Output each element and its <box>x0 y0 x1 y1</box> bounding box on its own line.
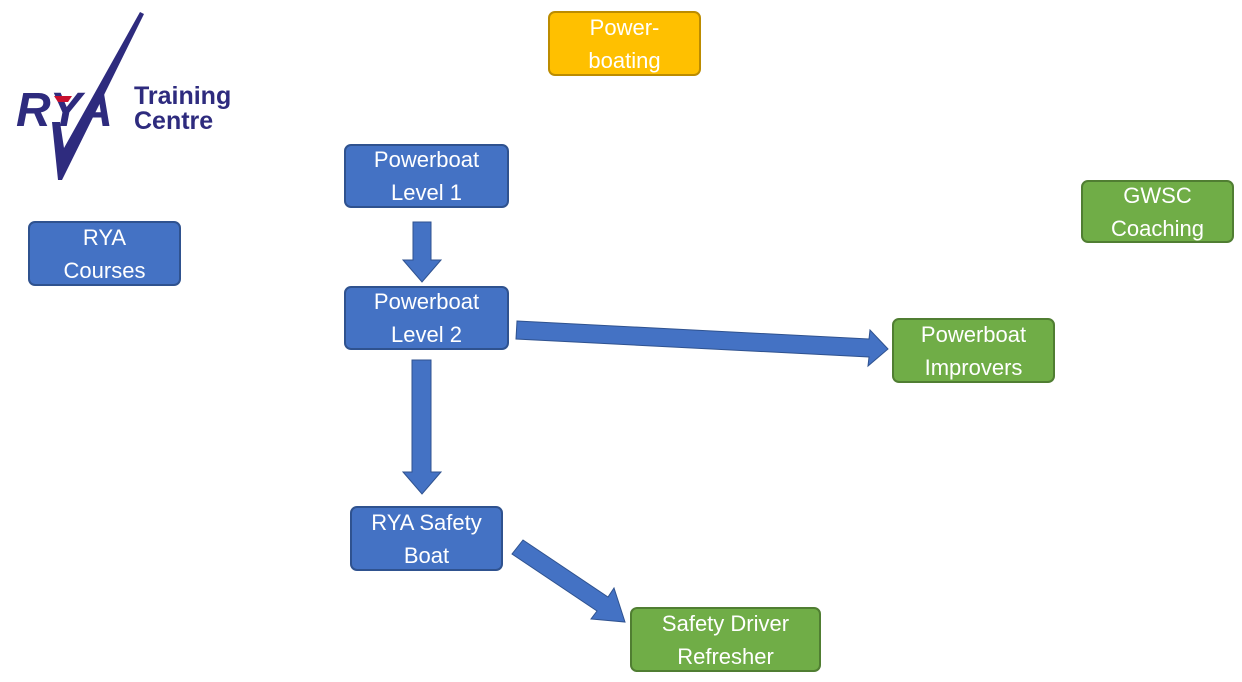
logo-training-text: Training <box>134 82 232 110</box>
arrow-level1-to-level2 <box>401 221 443 283</box>
rya-training-centre-logo: RYA Training Centre <box>14 10 236 185</box>
arrow-safety-boat-to-refresher <box>511 539 626 623</box>
node-powerboat-level-2: Powerboat Level 2 <box>344 286 509 350</box>
node-powerboat-level-1: Powerboat Level 1 <box>344 144 509 208</box>
logo-rya-lettering: RYA <box>16 84 113 137</box>
node-rya-courses: RYA Courses <box>28 221 181 286</box>
node-rya-safety-boat: RYA Safety Boat <box>350 506 503 571</box>
logo-centre-text: Centre <box>134 107 214 135</box>
node-gwsc-coaching: GWSC Coaching <box>1081 180 1234 243</box>
node-powerboat-improvers: Powerboat Improvers <box>892 318 1055 383</box>
node-powerboating: Power- boating <box>548 11 701 76</box>
arrow-level2-to-improvers <box>515 320 889 368</box>
rya-logo-icon: RYA <box>16 12 144 180</box>
node-safety-driver-refresher: Safety Driver Refresher <box>630 607 821 672</box>
arrow-level2-to-safety-boat <box>401 359 443 495</box>
